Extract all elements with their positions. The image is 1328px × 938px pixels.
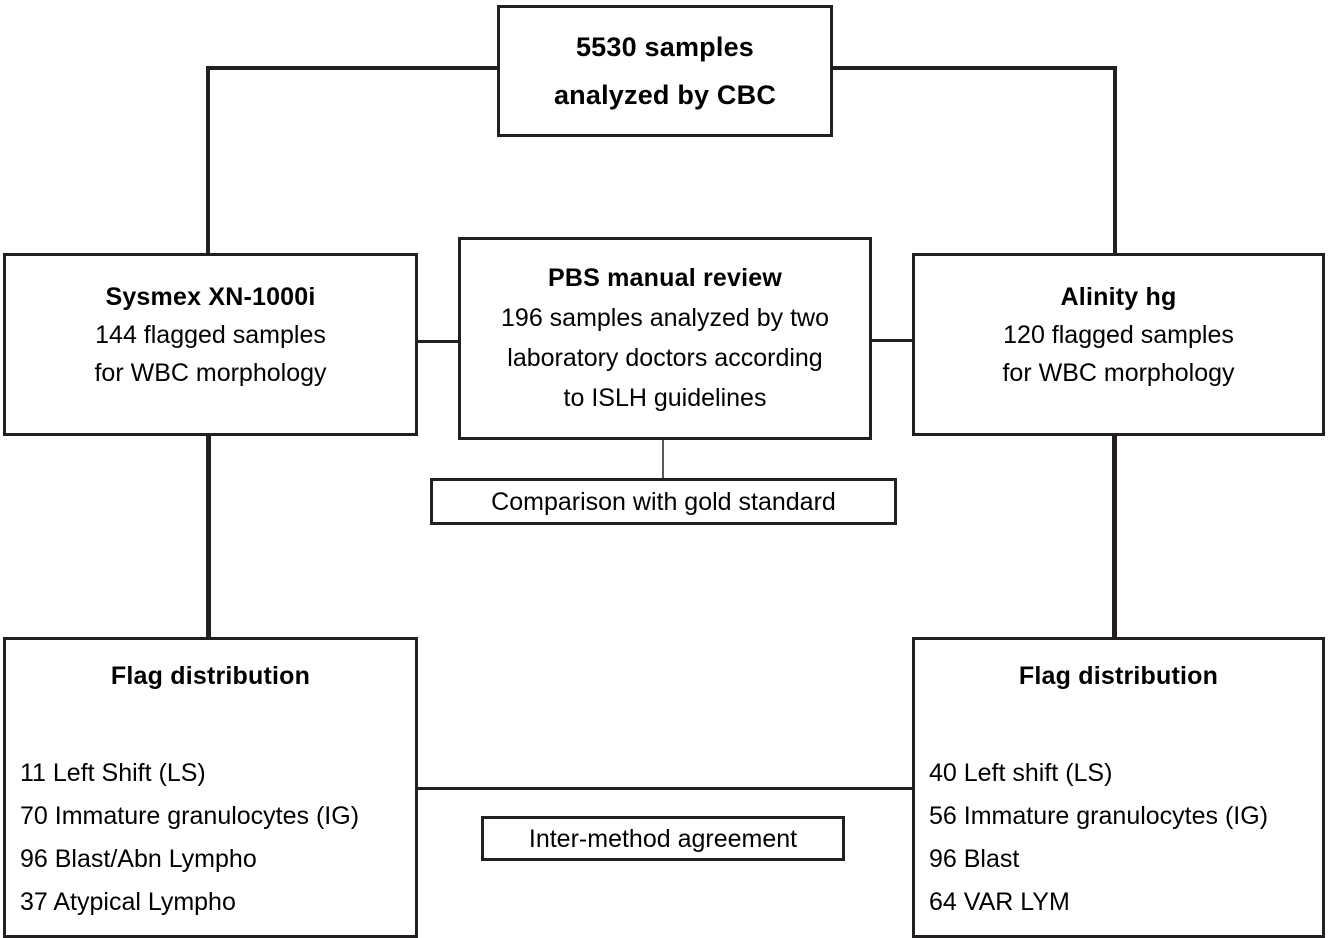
connector-top-right-horizontal bbox=[831, 66, 1117, 70]
alinity-title: Alinity hg bbox=[1060, 283, 1177, 311]
list-item: 96 Blast bbox=[929, 845, 1020, 873]
sysmex-line-1: 144 flagged samples bbox=[95, 321, 326, 349]
flags-left-title: Flag distribution bbox=[110, 662, 311, 690]
list-item: 64 VAR LYM bbox=[929, 888, 1070, 916]
connector-top-left-horizontal bbox=[206, 66, 500, 70]
connector-sysmex-pbs bbox=[415, 340, 461, 343]
box-alinity-analyzer: Alinity hg 120 flagged samples for WBC m… bbox=[912, 253, 1325, 436]
flags-right-title: Flag distribution bbox=[1018, 662, 1219, 690]
list-item: 37 Atypical Lympho bbox=[20, 888, 236, 916]
connector-pbs-comparison bbox=[662, 438, 664, 480]
sysmex-title: Sysmex XN-1000i bbox=[105, 283, 316, 311]
flags-left-list: 11 Left Shift (LS) 70 Immature granulocy… bbox=[6, 752, 415, 924]
list-item: 40 Left shift (LS) bbox=[929, 759, 1113, 787]
box-flag-distribution-alinity: Flag distribution 40 Left shift (LS) 56 … bbox=[912, 637, 1325, 938]
box-pbs-manual-review: PBS manual review 196 samples analyzed b… bbox=[458, 237, 872, 440]
flags-right-list: 40 Left shift (LS) 56 Immature granulocy… bbox=[915, 752, 1322, 924]
inter-method-label: Inter-method agreement bbox=[528, 824, 798, 853]
pbs-title: PBS manual review bbox=[547, 264, 783, 292]
alinity-line-2: for WBC morphology bbox=[1002, 359, 1235, 387]
connector-alinity-flags bbox=[1112, 433, 1117, 640]
pbs-line-1: 196 samples analyzed by two bbox=[501, 304, 829, 332]
connector-sysmex-flags bbox=[206, 433, 211, 640]
list-item: 96 Blast/Abn Lympho bbox=[20, 845, 257, 873]
connector-pbs-alinity bbox=[869, 339, 915, 342]
box-sysmex-analyzer: Sysmex XN-1000i 144 flagged samples for … bbox=[3, 253, 418, 436]
pbs-line-3: to ISLH guidelines bbox=[563, 384, 767, 412]
sysmex-line-2: for WBC morphology bbox=[94, 359, 327, 387]
box-inter-method-agreement: Inter-method agreement bbox=[481, 816, 845, 861]
pbs-line-2: laboratory doctors according bbox=[507, 344, 823, 372]
list-item: 56 Immature granulocytes (IG) bbox=[929, 802, 1269, 830]
top-box-line-2: analyzed by CBC bbox=[553, 80, 777, 110]
alinity-line-1: 120 flagged samples bbox=[1003, 321, 1234, 349]
top-box-samples-analyzed: 5530 samples analyzed by CBC bbox=[497, 5, 833, 137]
list-item: 11 Left Shift (LS) bbox=[20, 759, 206, 787]
connector-top-left-vertical bbox=[206, 66, 210, 256]
connector-top-right-vertical bbox=[1113, 66, 1117, 256]
list-item: 70 Immature granulocytes (IG) bbox=[20, 802, 360, 830]
connector-flags-inter-method bbox=[415, 787, 915, 790]
top-box-line-1: 5530 samples bbox=[575, 32, 755, 62]
comparison-label: Comparison with gold standard bbox=[491, 487, 836, 516]
box-flag-distribution-sysmex: Flag distribution 11 Left Shift (LS) 70 … bbox=[3, 637, 418, 938]
box-comparison-gold-standard: Comparison with gold standard bbox=[430, 478, 897, 525]
